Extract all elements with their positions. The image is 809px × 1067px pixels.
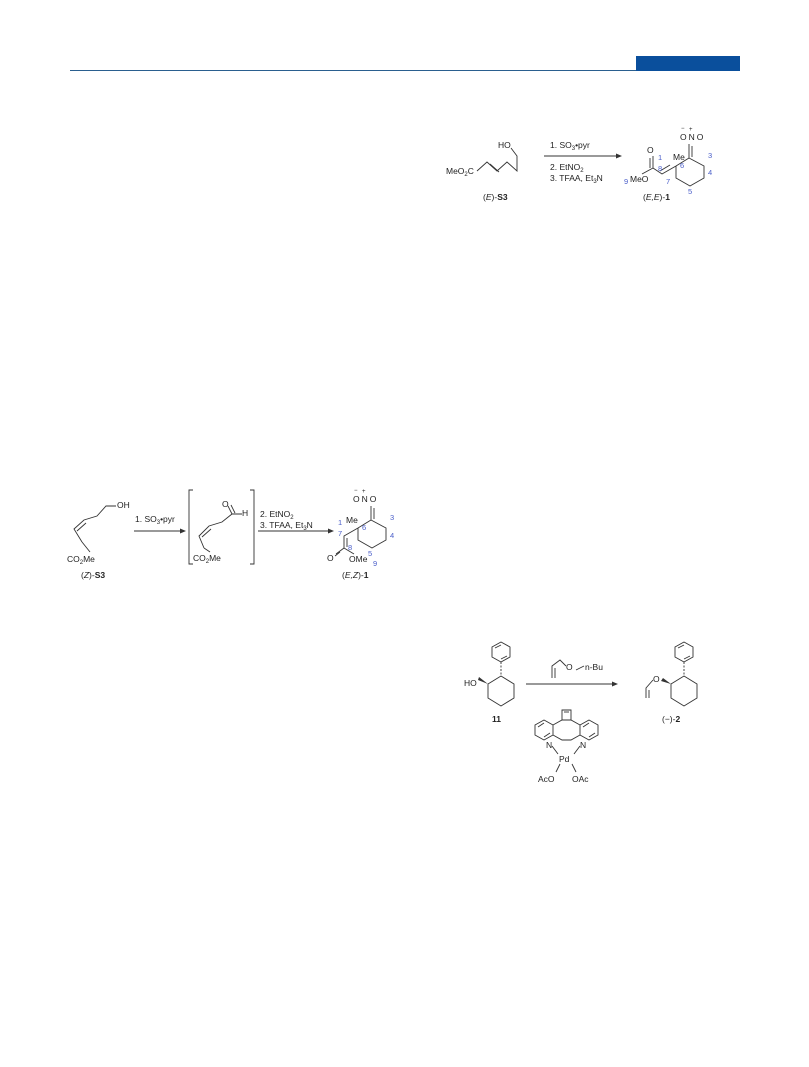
reagent-step-3: 3. TFAA, Et3N [550,173,603,185]
methyl-ester-label: CO2Me [67,554,95,566]
atom-number-6: 6 [362,523,366,532]
compound-label-11: 11 [492,714,501,724]
compound-label-ez-1: (E,Z)-1 [342,570,369,580]
scheme-11-to-2: HO 11 O n-Bu [448,636,720,796]
intermediate-ester-label: CO2Me [193,553,221,565]
header-rule [70,70,740,71]
reagent-step-3: 3. TFAA, Et3N [260,520,313,532]
atom-number-5: 5 [688,187,692,196]
nitro-plus-charge: + [362,489,366,495]
hydroxyl-label: OH [117,500,130,510]
methyl-label: Me [346,515,358,525]
scheme-e-s3-to-ee-1: HO MeO2C (E)-S3 1. SO3•pyr 2. EtNO2 3. T… [440,118,740,206]
reagents-a: 1. SO3•pyr 2. EtNO2 3. TFAA, Et3N [544,140,622,185]
scheme-z-s3-to-ez-1: OH CO2Me (Z)-S3 1. SO3•pyr O H CO2Me [62,482,397,582]
atom-number-1: 1 [658,153,662,162]
pd-phenanthroline-catalyst: N N Pd AcO OAc [534,709,599,784]
atom-number-8: 8 [348,543,352,552]
methyl-ester-label: MeO2C [446,166,474,178]
hydroxyl-label: HO [498,140,511,150]
header-accent-tab [636,56,740,71]
nitrogen-left-label: N [546,740,552,750]
scheme-b-drawing: OH CO2Me (Z)-S3 1. SO3•pyr O H CO2Me [67,488,394,580]
nitro-minus-charge: − [681,126,685,132]
methoxy-label: MeO [630,174,649,184]
atom-number-9: 9 [373,559,377,568]
acetoxy-left-label: AcO [538,774,555,784]
atom-number-3: 3 [708,151,712,160]
compound-label-2: (−)-2 [662,714,680,724]
methoxy-label: OMe [349,554,368,564]
atom-number-6: 6 [680,161,684,170]
atom-number-8: 8 [658,164,662,173]
aldehyde-intermediate: O H CO2Me [188,489,255,565]
reagent-steps-2-3-arrow: 2. EtNO2 3. TFAA, Et3N [258,509,334,534]
scheme-c-drawing: HO 11 O n-Bu [464,641,698,784]
atom-number-4: 4 [390,531,394,540]
atom-number-4: 4 [708,168,712,177]
methyl-label: Me [673,152,685,162]
reagent-step-2: 2. EtNO2 [550,162,584,174]
acetoxy-right-label: OAc [572,774,589,784]
atom-number-9: 9 [624,177,628,186]
palladium-label: Pd [559,754,570,764]
reactant-z-s3: OH CO2Me (Z)-S3 [67,500,130,580]
scheme-a-drawing: HO MeO2C (E)-S3 1. SO3•pyr 2. EtNO2 3. T… [446,126,712,202]
atom-number-7: 7 [666,177,670,186]
nitro-plus-charge: + [689,127,693,133]
carbonyl-oxygen-label: O [647,145,654,155]
reagent-step-1: 1. SO3•pyr [550,140,590,152]
product-2: O (−)-2 [645,641,698,724]
reactant-e-s3: HO MeO2C (E)-S3 [446,140,518,202]
reactant-11: HO 11 [464,641,515,724]
n-butyl-label: n-Bu [585,662,603,672]
nitro-minus-charge: − [354,488,358,494]
ether-oxygen-label: O [653,674,660,684]
carbonyl-oxygen-label: O [327,553,334,563]
atom-number-5: 5 [368,549,372,558]
atom-number-1: 1 [338,518,342,527]
reagent-step-1-arrow: 1. SO3•pyr [134,514,186,534]
arrow-c [526,681,618,687]
hydroxyl-label: HO [464,678,477,688]
atom-number-3: 3 [390,513,394,522]
reagent-step-1: 1. SO3•pyr [135,514,175,526]
compound-label-e-s3: (E)-S3 [483,192,508,202]
reagent-step-2: 2. EtNO2 [260,509,294,521]
atom-number-7: 7 [338,529,342,538]
compound-label-z-s3: (Z)-S3 [81,570,105,580]
vinyl-ether-reagent: O n-Bu [551,659,603,678]
compound-label-ee-1: (E,E)-1 [643,192,670,202]
aldehyde-oxygen-label: O [222,499,229,509]
nitrogen-right-label: N [580,740,586,750]
aldehyde-hydrogen-label: H [242,508,248,518]
ether-oxygen-label: O [566,662,573,672]
